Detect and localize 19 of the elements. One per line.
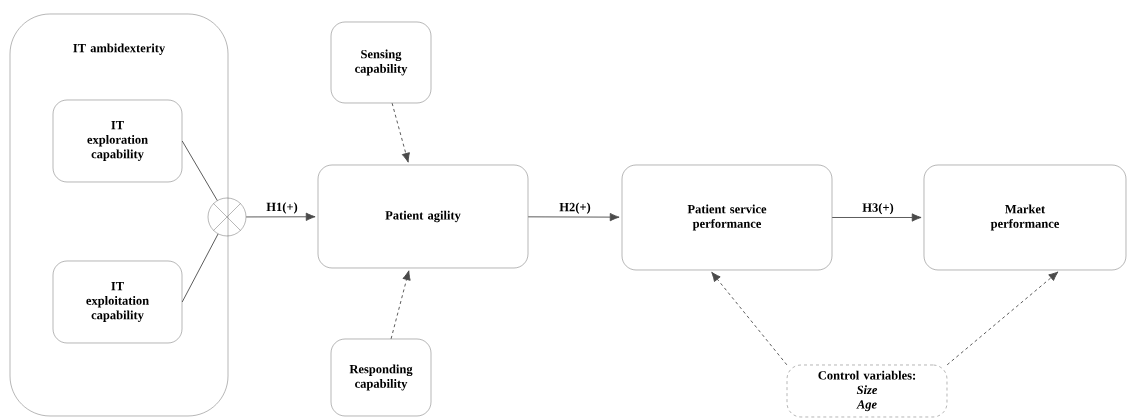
arrow [831, 213, 922, 222]
edge-label: H3(+) [861, 201, 895, 216]
edge-label: H2(+) [558, 201, 592, 215]
construct-box: IT exploration capability [52, 99, 183, 183]
control-box: Control variables: Size Age [786, 364, 948, 418]
construct-box: Market performance [923, 164, 1127, 271]
arrow [946, 271, 1059, 366]
arrow [711, 271, 788, 366]
arrow [527, 213, 620, 222]
construct-box: Patient service performance [621, 164, 833, 271]
construct-box: IT exploitation capability [52, 260, 183, 344]
arrow [245, 212, 316, 221]
construct-box: Sensing capability [330, 21, 432, 104]
construct-box: Responding capability [330, 338, 432, 417]
arrow [391, 102, 410, 163]
edge-label: H1(+) [265, 201, 299, 215]
arrow [390, 270, 411, 340]
junction-circle [207, 197, 247, 237]
construct-box: Patient agility [317, 164, 529, 269]
